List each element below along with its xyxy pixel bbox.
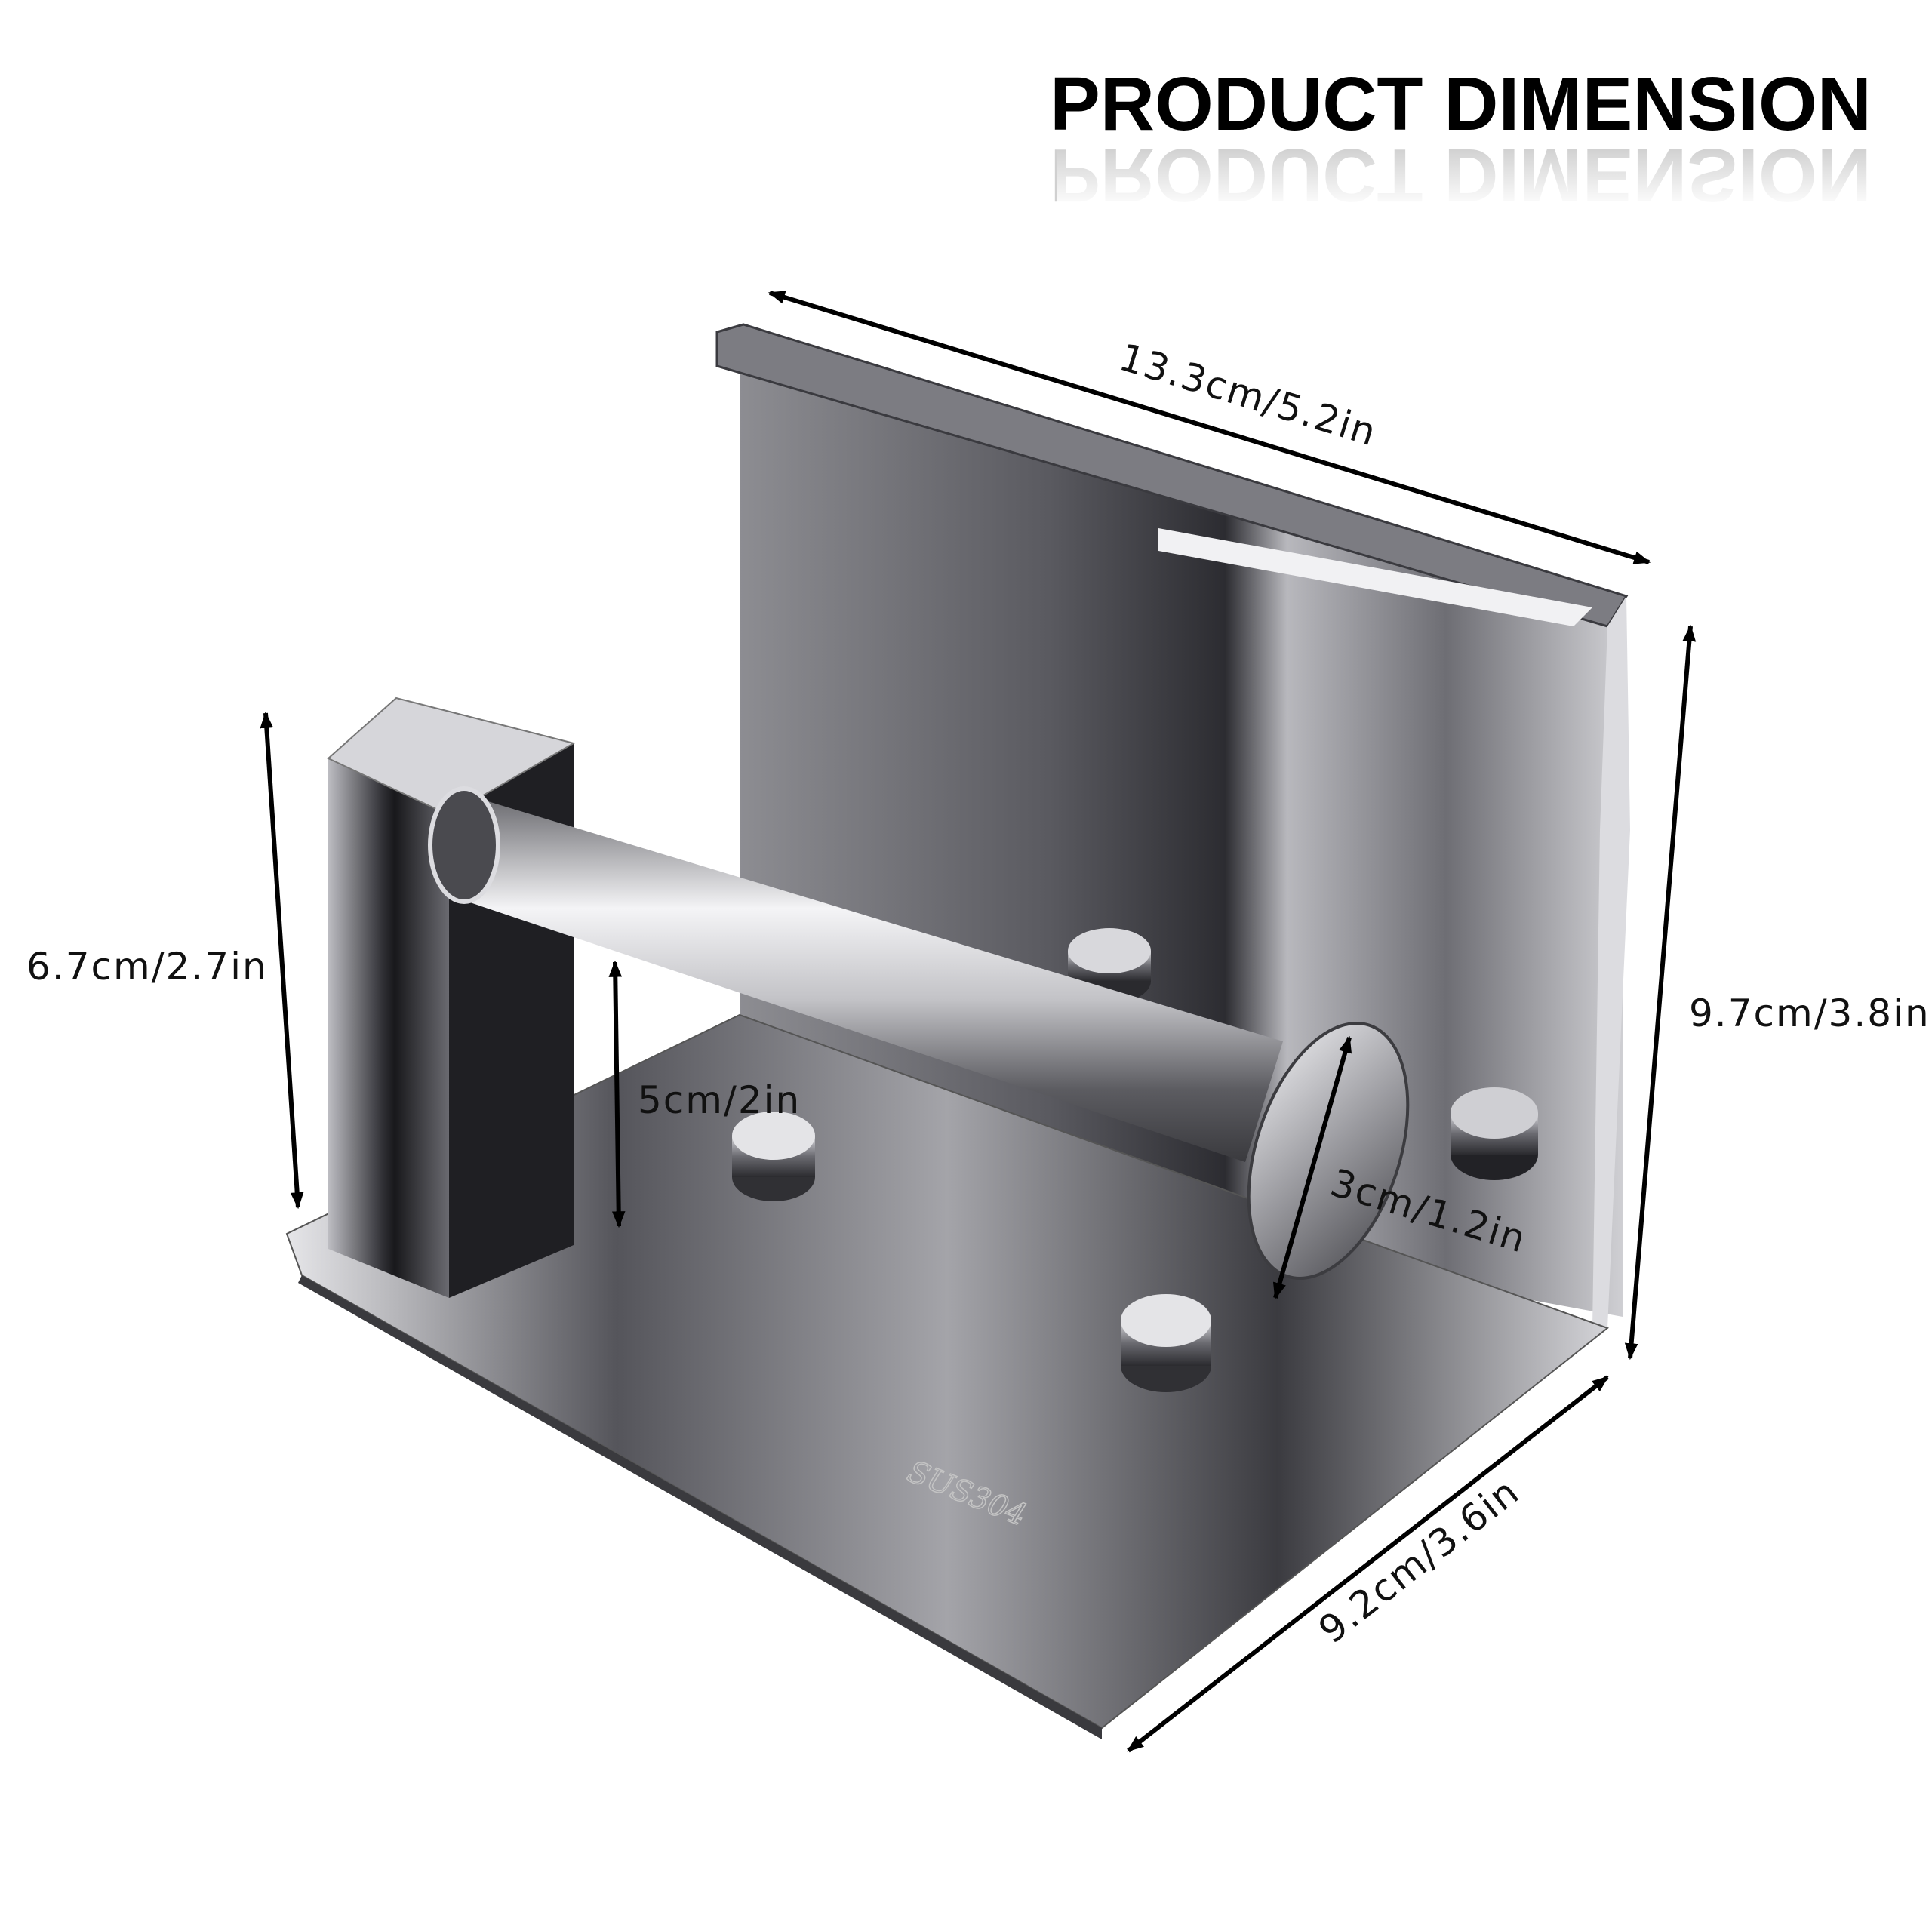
arm-height-label: 6.7cm/2.7in <box>26 945 268 989</box>
title-reflection-fade <box>1057 147 1887 208</box>
rod-height-arrow <box>608 960 626 1228</box>
base-plate-edge <box>298 1275 1102 1739</box>
arm-support-top <box>327 696 576 816</box>
width-arrow <box>768 291 1651 564</box>
right-fold <box>1592 596 1630 1328</box>
arm-support-front <box>328 758 449 1298</box>
arm-height-arrow <box>260 711 304 1210</box>
width-label: 13.3cm/5.2in <box>1114 335 1382 455</box>
rod-height-label: 5cm/2in <box>638 1078 801 1122</box>
height-arrow <box>1624 624 1697 1361</box>
depth-arrow <box>1127 1375 1609 1753</box>
holder-rod <box>445 800 1283 1162</box>
bolt-right <box>1451 1087 1538 1180</box>
rod-collar <box>428 786 500 904</box>
page-title: PRODUCT DIMENSION <box>1050 62 1872 146</box>
end-cap-arrow <box>1272 1035 1352 1300</box>
dimension-arrows <box>260 291 1697 1753</box>
bolt-left <box>732 1112 815 1201</box>
bolt-front <box>1121 1294 1211 1392</box>
height-label: 9.7cm/3.8in <box>1689 992 1930 1035</box>
